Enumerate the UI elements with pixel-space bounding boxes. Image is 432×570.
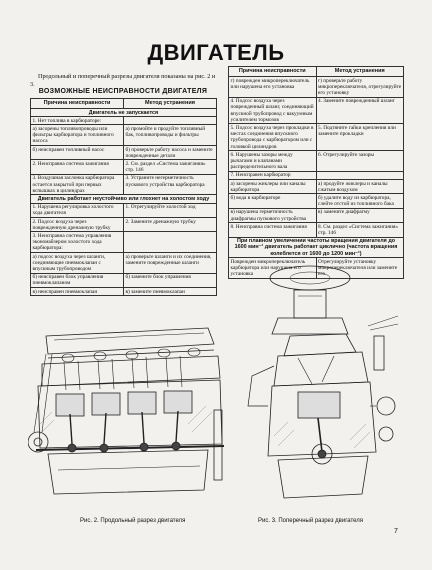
faults-table-right: Причина неисправности Метод устранения г… xyxy=(228,66,404,279)
cause-cell: 1. Нарушена регулировка холостого хода д… xyxy=(30,202,124,219)
cause-cell: в) неисправен пневмоклапан xyxy=(30,287,124,297)
fix-cell: 1. Отрегулируйте холостой ход xyxy=(123,202,217,219)
cause-cell: 8. Неисправна система зажигания xyxy=(228,222,317,238)
column-header-cause: Причина неисправности xyxy=(30,98,124,109)
table-row: 2. Подсос воздуха через поврежденную дре… xyxy=(30,217,217,233)
cause-cell: б) вода в карбюраторе xyxy=(228,193,317,209)
section-heading: При плавном увеличении частоты вращения … xyxy=(228,236,404,259)
section-heading: Двигатель работает неустойчиво или глохн… xyxy=(30,194,217,204)
cause-cell: 4. Подсос воздуха через поврежденный шла… xyxy=(228,96,317,125)
table-row: 4. Подсос воздуха через поврежденный шла… xyxy=(228,96,404,125)
table-row: 3. Неисправна система управления эконома… xyxy=(30,231,217,254)
cause-cell: в) нарушена герметичность диафрагмы пуск… xyxy=(228,207,317,224)
table-row: в) нарушена герметичность диафрагмы пуск… xyxy=(228,207,404,224)
cause-cell: 6. Нарушены зазоры между рычагами и клап… xyxy=(228,150,317,172)
fix-cell: а) продуйте жиклеры и каналы сжатым возд… xyxy=(315,179,404,195)
cause-cell: а) засорены топливопроводы или фильтры к… xyxy=(30,124,124,147)
cause-cell: б) неисправен топливный насос xyxy=(30,145,124,161)
table-row: 7. Неисправен карбюратор xyxy=(228,170,404,181)
fix-cell xyxy=(315,170,404,181)
cause-cell: 2. Подсос воздуха через поврежденную дре… xyxy=(30,217,124,233)
fix-cell xyxy=(123,116,217,126)
cause-cell: Поврежден микропереключатель карбюратора… xyxy=(228,257,317,279)
table-heading: ВОЗМОЖНЫЕ НЕИСПРАВНОСТИ ДВИГАТЕЛЯ xyxy=(38,88,208,95)
table-section-row: Двигатель не запускается xyxy=(30,107,217,118)
fix-cell: 2. См. раздел «Система зажигания» стр. 1… xyxy=(123,159,217,175)
engine-longitudinal-section-figure xyxy=(28,314,224,506)
cause-cell: а) подсос воздуха через шланги, соединяю… xyxy=(30,252,124,274)
column-header-fix: Метод устранения xyxy=(315,66,404,77)
table-header-row: Причина неисправности Метод устранения xyxy=(30,98,217,109)
fix-cell: б) проверьте работу насоса и замените по… xyxy=(123,145,217,161)
table-row: 3. Воздушная заслонка карбюратора остает… xyxy=(30,173,217,196)
fix-cell: 4. Замените поврежденный шланг xyxy=(315,96,404,125)
table-row: Поврежден микропереключатель карбюратора… xyxy=(228,257,404,279)
cause-cell: г) поврежден микропереключатель или нару… xyxy=(228,76,317,98)
intro-paragraph: Продольный и поперечный разрезы двигател… xyxy=(30,73,216,88)
cause-cell: 7. Неисправен карбюратор xyxy=(228,170,317,181)
fix-cell: в) замените пневмоклапан xyxy=(123,287,217,297)
fix-cell xyxy=(123,231,217,254)
table-row: 6. Нарушены зазоры между рычагами и клап… xyxy=(228,150,404,172)
fix-cell: б) удалите воду из карбюратора, слейте о… xyxy=(315,193,404,209)
fix-cell: 2. Замените дренажную трубку xyxy=(123,217,217,233)
cause-cell: б) неисправен блок управления пневмоклап… xyxy=(30,272,124,289)
cause-cell: 2. Неисправна система зажигания xyxy=(30,159,124,175)
fix-cell: 5. Подтяните гайки крепления или заменит… xyxy=(315,123,404,152)
cause-cell: 5. Подсос воздуха через прокладки в мест… xyxy=(228,123,317,152)
fix-cell: б) замените блок управления xyxy=(123,272,217,289)
table-header-row: Причина неисправности Метод устранения xyxy=(228,66,404,77)
cause-cell: 3. Неисправна система управления эконома… xyxy=(30,231,124,254)
table-row: 1. Нарушена регулировка холостого хода д… xyxy=(30,202,217,219)
fix-cell: 3. Устраните негерметичность пускового у… xyxy=(123,173,217,196)
table-row: г) поврежден микропереключатель или нару… xyxy=(228,76,404,98)
column-header-cause: Причина неисправности xyxy=(228,66,317,77)
table-section-row: При плавном увеличении частоты вращения … xyxy=(228,236,404,259)
fix-cell: в) замените диафрагму xyxy=(315,207,404,224)
table-row: 1. Нет топлива в карбюраторе: xyxy=(30,116,217,126)
engine-cross-section-figure xyxy=(238,256,406,506)
page-title: ДВИГАТЕЛЬ xyxy=(147,40,285,65)
fix-cell: 8. См. раздел «Система зажигания» стр. 1… xyxy=(315,222,404,238)
faults-table-left: Причина неисправности Метод устранения Д… xyxy=(30,98,217,297)
fix-cell: 6. Отрегулируйте зазоры xyxy=(315,150,404,172)
fix-cell: а) проверьте шланги и их соединения, зам… xyxy=(123,252,217,274)
table-section-row: Двигатель работает неустойчиво или глохн… xyxy=(30,194,217,204)
figure-3-caption: Рис. 3. Поперечный разрез двигателя xyxy=(258,518,364,524)
table-row: а) засорены жиклеры или каналы карбюрато… xyxy=(228,179,404,195)
table-row: 5. Подсос воздуха через прокладки в мест… xyxy=(228,123,404,152)
page-number: 7 xyxy=(394,528,398,535)
section-heading: Двигатель не запускается xyxy=(30,107,217,118)
figure-2-caption: Рис. 2. Продольный разрез двигателя xyxy=(80,518,186,524)
fix-cell: а) промойте и продуйте топливный бак, то… xyxy=(123,124,217,147)
cause-cell: 3. Воздушная заслонка карбюратора остает… xyxy=(30,173,124,196)
fix-cell: г) проверьте работу микропереключателя, … xyxy=(315,76,404,98)
cause-cell: а) засорены жиклеры или каналы карбюрато… xyxy=(228,179,317,195)
column-header-fix: Метод устранения xyxy=(123,98,217,109)
cause-cell: 1. Нет топлива в карбюраторе: xyxy=(30,116,124,126)
table-row: б) неисправен блок управления пневмоклап… xyxy=(30,272,217,289)
table-row: а) засорены топливопроводы или фильтры к… xyxy=(30,124,217,147)
table-row: а) подсос воздуха через шланги, соединяю… xyxy=(30,252,217,274)
fix-cell: Отрегулируйте установку микропереключате… xyxy=(315,257,404,279)
